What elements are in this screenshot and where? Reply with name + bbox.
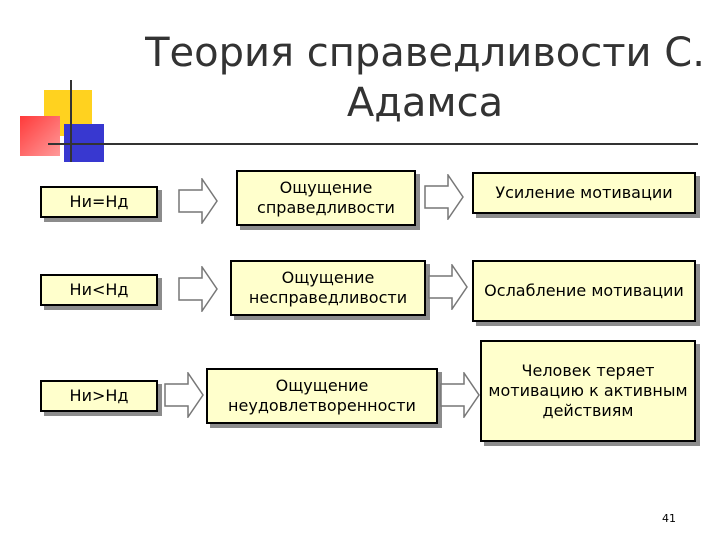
slide-number: 41 (662, 512, 676, 525)
condition-box-equal: Ни=Нд (40, 186, 158, 218)
condition-label: Ни<Нд (69, 280, 129, 299)
arrow-right-icon (178, 178, 218, 224)
feeling-box-justice: Ощущение справедливости (236, 170, 416, 226)
page-title: Теория справедливости С. Адамса (145, 30, 705, 126)
condition-label: Ни=Нд (69, 192, 129, 211)
feeling-label: Ощущение несправедливости (248, 268, 408, 307)
arrow-right-icon (178, 266, 218, 312)
arrow-right-icon (164, 372, 204, 418)
arrow-right-icon (428, 264, 468, 310)
feeling-label: Ощущение неудовлетворенности (228, 376, 416, 415)
feeling-label: Ощущение справедливости (257, 178, 395, 217)
decor-red-square (20, 116, 60, 156)
result-box-increase: Усиление мотивации (472, 172, 696, 214)
result-label: Человек теряет мотивацию к активным дейс… (488, 361, 688, 420)
feeling-box-injustice: Ощущение несправедливости (230, 260, 426, 316)
feeling-box-dissatisfaction: Ощущение неудовлетворенности (206, 368, 438, 424)
condition-label: Ни>Нд (69, 386, 129, 405)
condition-box-greater: Ни>Нд (40, 380, 158, 412)
result-box-loss: Человек теряет мотивацию к активным дейс… (480, 340, 696, 442)
decor-vertical-line (70, 80, 72, 162)
condition-box-less: Ни<Нд (40, 274, 158, 306)
arrow-right-icon (424, 174, 464, 220)
result-label: Ослабление мотивации (484, 281, 684, 300)
result-box-decrease: Ослабление мотивации (472, 260, 696, 322)
arrow-right-icon (440, 372, 480, 418)
title-underline (48, 143, 698, 145)
result-label: Усиление мотивации (495, 183, 673, 202)
